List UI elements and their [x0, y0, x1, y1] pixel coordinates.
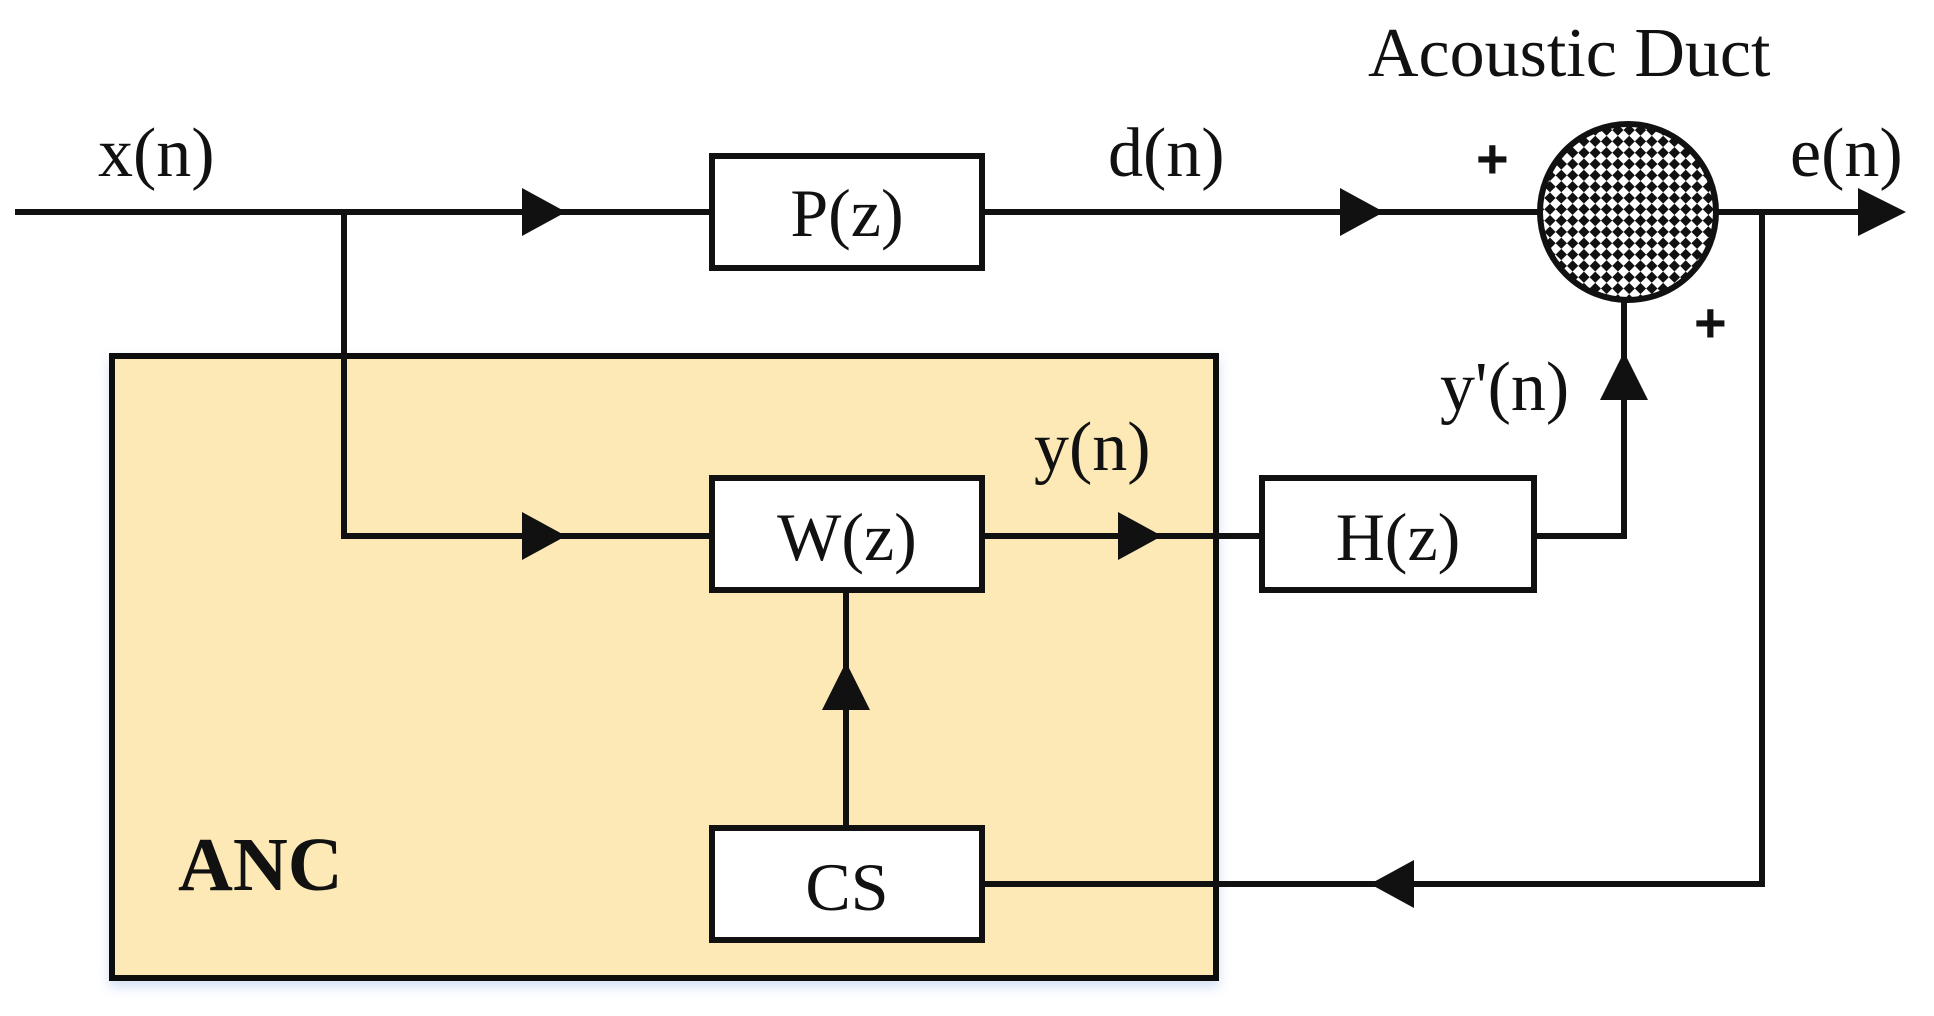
- desired-label: d(n): [1108, 115, 1225, 192]
- adaptive-filter-label: W(z): [777, 499, 917, 575]
- summing-junction-icon: [1537, 121, 1719, 303]
- reference-branch-line: [341, 209, 715, 539]
- plus-right-sign: +: [1694, 291, 1727, 354]
- error-feedback-line: [979, 209, 1765, 887]
- adaptive-filter-block[interactable]: [709, 475, 985, 593]
- secondary-output-arrow-icon: [1600, 352, 1648, 400]
- filter-output-arrow-icon: [1118, 512, 1162, 560]
- primary-path-label: P(z): [790, 175, 903, 251]
- reference-arrow-icon: [522, 512, 566, 560]
- anc-panel: [109, 353, 1219, 981]
- error-arrow-icon: [1858, 188, 1906, 236]
- secondary-path-block[interactable]: [1259, 475, 1537, 593]
- anc-label: ANC: [178, 823, 343, 907]
- secondary-path-label: H(z): [1336, 499, 1461, 575]
- secondary-output-label: y'(n): [1440, 349, 1569, 426]
- diagram-title: Acoustic Duct: [1368, 15, 1771, 92]
- error-label: e(n): [1790, 115, 1903, 192]
- plus-top-sign: +: [1476, 127, 1509, 190]
- primary-path-block[interactable]: [709, 153, 985, 271]
- input-arrow-icon: [522, 188, 566, 236]
- cs-label: CS: [805, 849, 888, 925]
- desired-arrow-icon: [1340, 188, 1384, 236]
- feedback-arrow-icon: [1370, 860, 1414, 908]
- input-label: x(n): [98, 115, 215, 192]
- filter-output-label: y(n): [1034, 409, 1151, 486]
- update-arrow-icon: [822, 662, 870, 710]
